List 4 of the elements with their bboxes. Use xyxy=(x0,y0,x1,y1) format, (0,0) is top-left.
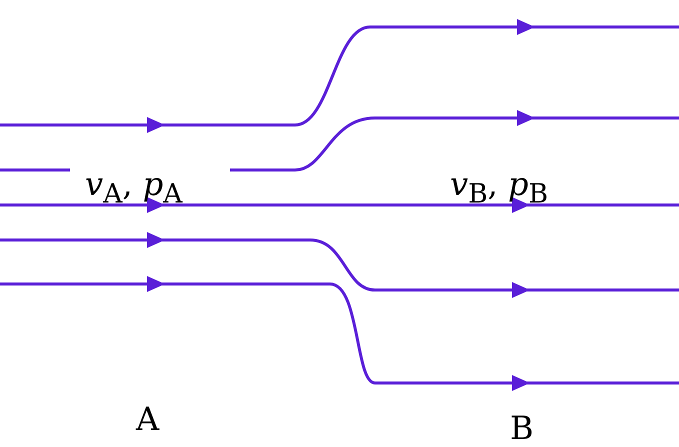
section-label: B xyxy=(510,412,534,444)
flow-state-label: v$_{A}$, p$_{A}$ xyxy=(85,168,182,208)
flow-state-label: v$_{B}$, p$_{B}$ xyxy=(450,168,548,208)
section-label: A xyxy=(136,403,160,435)
